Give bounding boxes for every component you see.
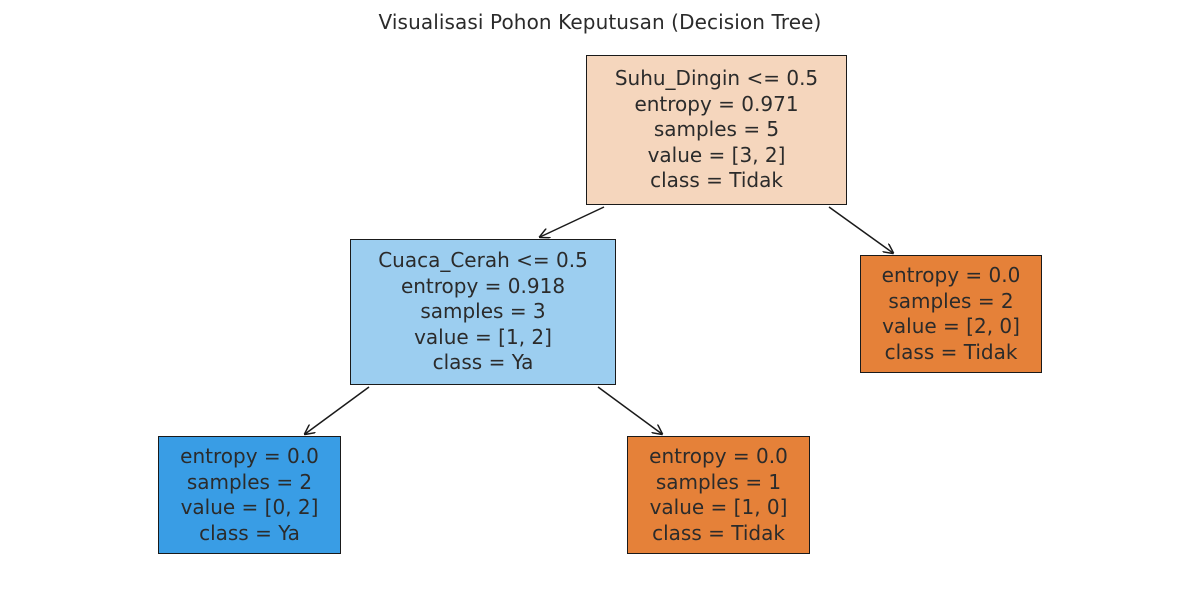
node-samples: samples = 2 bbox=[186, 469, 313, 494]
node-value: value = [3, 2] bbox=[647, 142, 786, 167]
tree-node-left-right-leaf[interactable]: entropy = 0.0 samples = 1 value = [1, 0]… bbox=[627, 436, 810, 554]
node-feature-test: Cuaca_Cerah <= 0.5 bbox=[378, 248, 588, 273]
node-value: value = [0, 2] bbox=[180, 495, 319, 519]
node-value: value = [2, 0] bbox=[882, 314, 1020, 338]
node-entropy: entropy = 0.0 bbox=[180, 444, 319, 468]
node-class: class = Tidak bbox=[884, 339, 1018, 364]
node-value: value = [1, 0] bbox=[649, 495, 788, 519]
edge-left-to-left-right bbox=[597, 386, 662, 434]
edge-root-to-right bbox=[828, 206, 893, 253]
tree-node-right-leaf[interactable]: entropy = 0.0 samples = 2 value = [2, 0]… bbox=[860, 255, 1042, 373]
node-class: class = Ya bbox=[432, 350, 534, 375]
node-class: class = Ya bbox=[199, 520, 300, 545]
node-entropy: entropy = 0.918 bbox=[400, 273, 566, 298]
edge-root-to-left bbox=[540, 206, 605, 237]
tree-node-root[interactable]: Suhu_Dingin <= 0.5 entropy = 0.971 sampl… bbox=[586, 55, 847, 205]
node-class: class = Tidak bbox=[650, 168, 783, 193]
edge-left-to-left-left bbox=[305, 386, 370, 434]
node-value: value = [1, 2] bbox=[414, 324, 552, 349]
node-feature-test: Suhu_Dingin <= 0.5 bbox=[614, 66, 819, 91]
figure-title: Visualisasi Pohon Keputusan (Decision Tr… bbox=[378, 10, 822, 34]
node-entropy: entropy = 0.0 bbox=[881, 263, 1021, 287]
node-samples: samples = 3 bbox=[420, 299, 546, 324]
node-class: class = Tidak bbox=[652, 520, 785, 545]
tree-node-left[interactable]: Cuaca_Cerah <= 0.5 entropy = 0.918 sampl… bbox=[350, 239, 616, 385]
node-samples: samples = 1 bbox=[655, 469, 782, 494]
node-entropy: entropy = 0.971 bbox=[634, 91, 799, 116]
tree-node-left-left-leaf[interactable]: entropy = 0.0 samples = 2 value = [0, 2]… bbox=[158, 436, 341, 554]
node-samples: samples = 5 bbox=[653, 117, 780, 142]
node-entropy: entropy = 0.0 bbox=[649, 444, 788, 468]
node-samples: samples = 2 bbox=[888, 288, 1014, 313]
